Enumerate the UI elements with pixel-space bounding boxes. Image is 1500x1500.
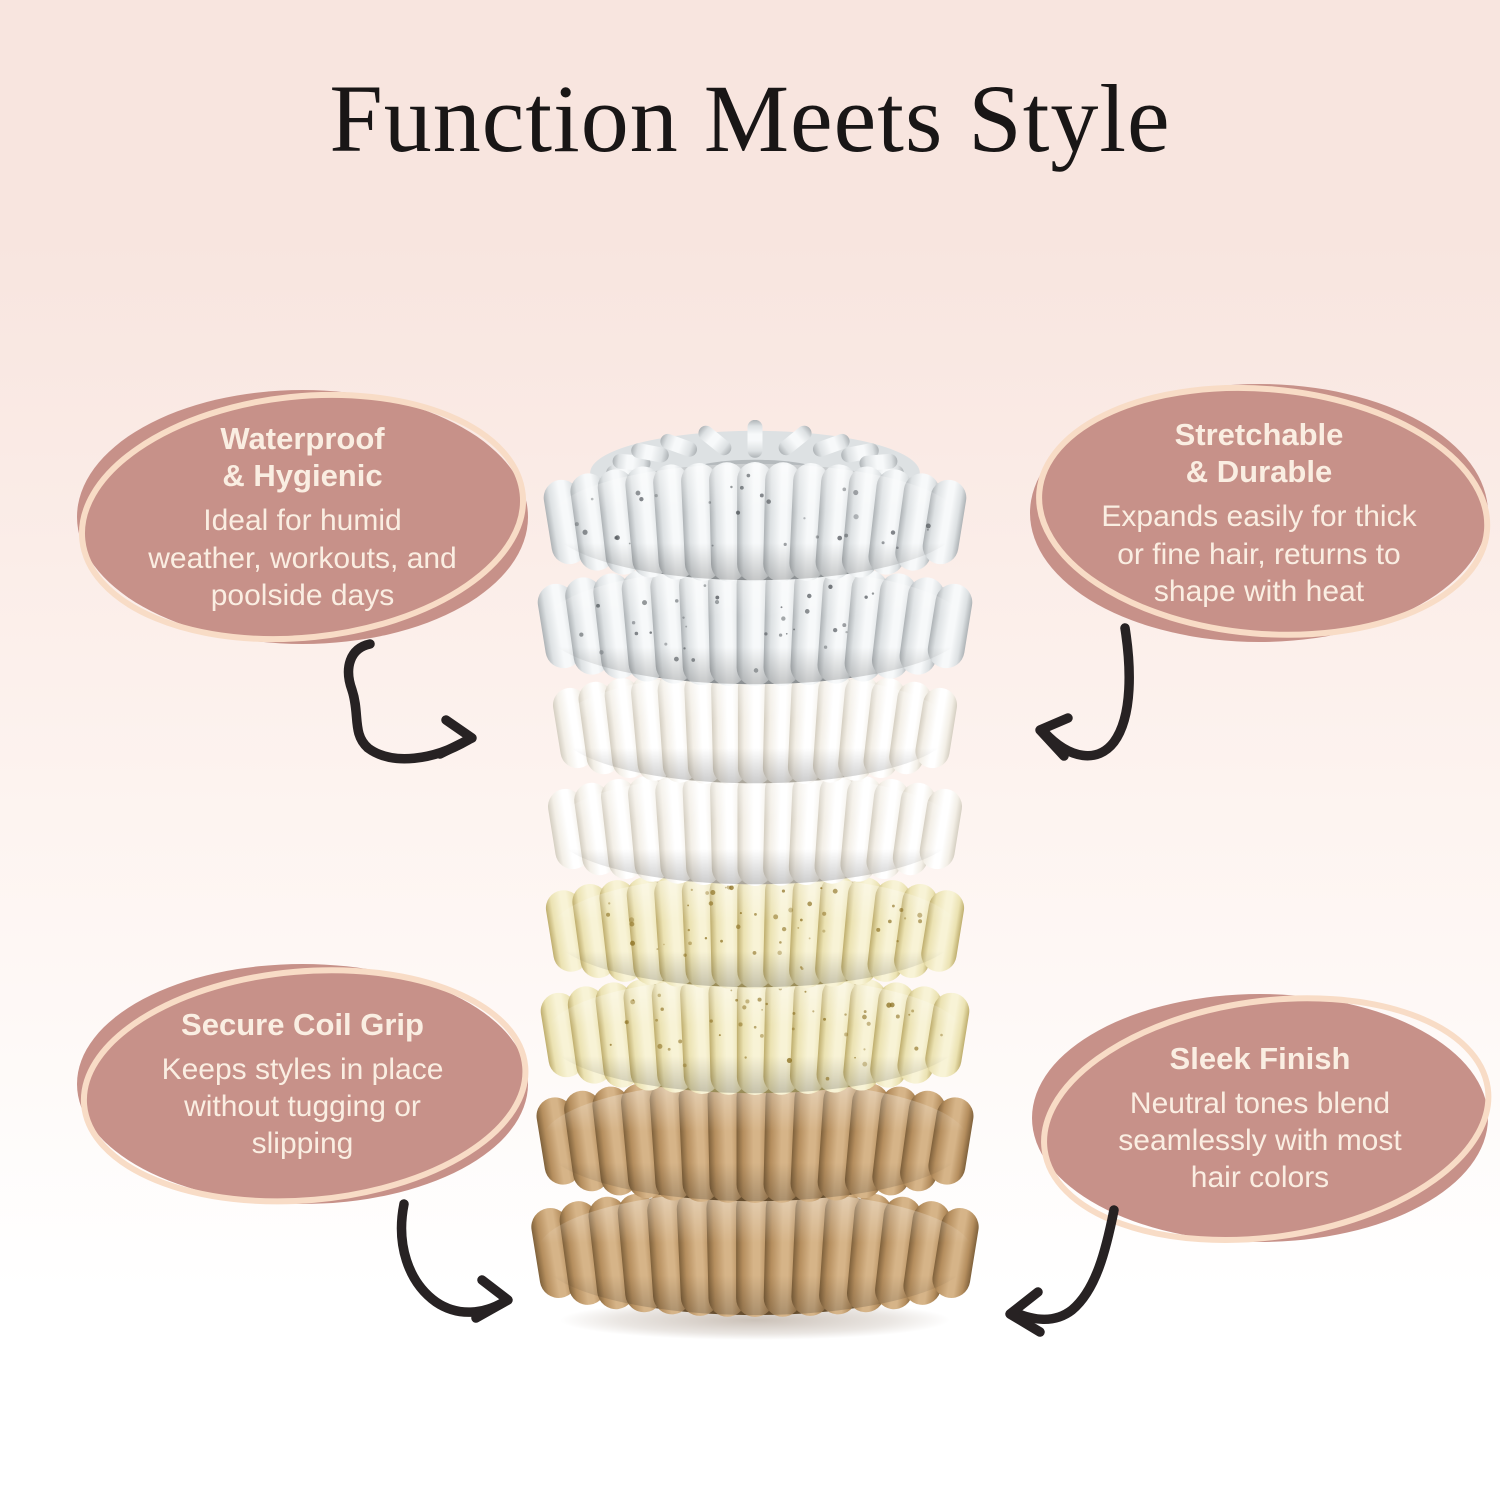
callout-ring [1012, 953, 1500, 1285]
curved-arrow-bottom-right-icon [1005, 1205, 1119, 1337]
callout-sleek-finish: Sleek Finish Neutral tones blend seamles… [1030, 992, 1490, 1244]
curved-arrow-bottom-left-icon [396, 1199, 513, 1323]
coil-tan-8 [531, 1189, 979, 1317]
coil-gold-glitter-6 [540, 975, 970, 1095]
callout-secure-coil-grip: Secure Coil Grip Keeps styles in place w… [75, 962, 530, 1206]
callout-ring [1013, 352, 1500, 671]
callout-ring [54, 356, 551, 678]
callout-ellipse [77, 390, 528, 644]
curved-arrow-top-right-icon [1035, 623, 1134, 761]
curved-arrow-top-left-icon [343, 639, 477, 764]
callout-heading: Stretchable & Durable [1174, 417, 1344, 490]
callout-ellipse [1032, 994, 1488, 1242]
callout-waterproof-hygienic: Waterproof & Hygienic Ideal for humid we… [75, 388, 530, 646]
spiral-hair-tie-stack [531, 420, 979, 1340]
coil-gold-glitter-5 [545, 873, 965, 989]
callout-body: Ideal for humid weather, workouts, and p… [148, 504, 457, 612]
coil-tan-7 [536, 1079, 974, 1203]
page-title: Function Meets Style [329, 65, 1171, 172]
callout-body: Neutral tones blend seamlessly with most… [1118, 1086, 1402, 1195]
coil-clear-1 [543, 420, 967, 582]
callout-heading: Secure Coil Grip [181, 1006, 424, 1042]
callout-body: Keeps styles in place without tugging or… [161, 1052, 444, 1161]
callout-body: Expands easily for thick or fine hair, r… [1101, 500, 1417, 608]
product-image-hair-ties [525, 420, 985, 1370]
callout-heading: Waterproof & Hygienic [220, 421, 385, 494]
callout-stretchable-durable: Stretchable & Durable Expands easily for… [1028, 382, 1490, 644]
callout-heading: Sleek Finish [1169, 1040, 1351, 1076]
coil-white-3 [552, 671, 958, 785]
coil-white-4 [547, 772, 963, 886]
callout-ring [59, 936, 551, 1236]
coil-clear-2 [537, 566, 973, 686]
